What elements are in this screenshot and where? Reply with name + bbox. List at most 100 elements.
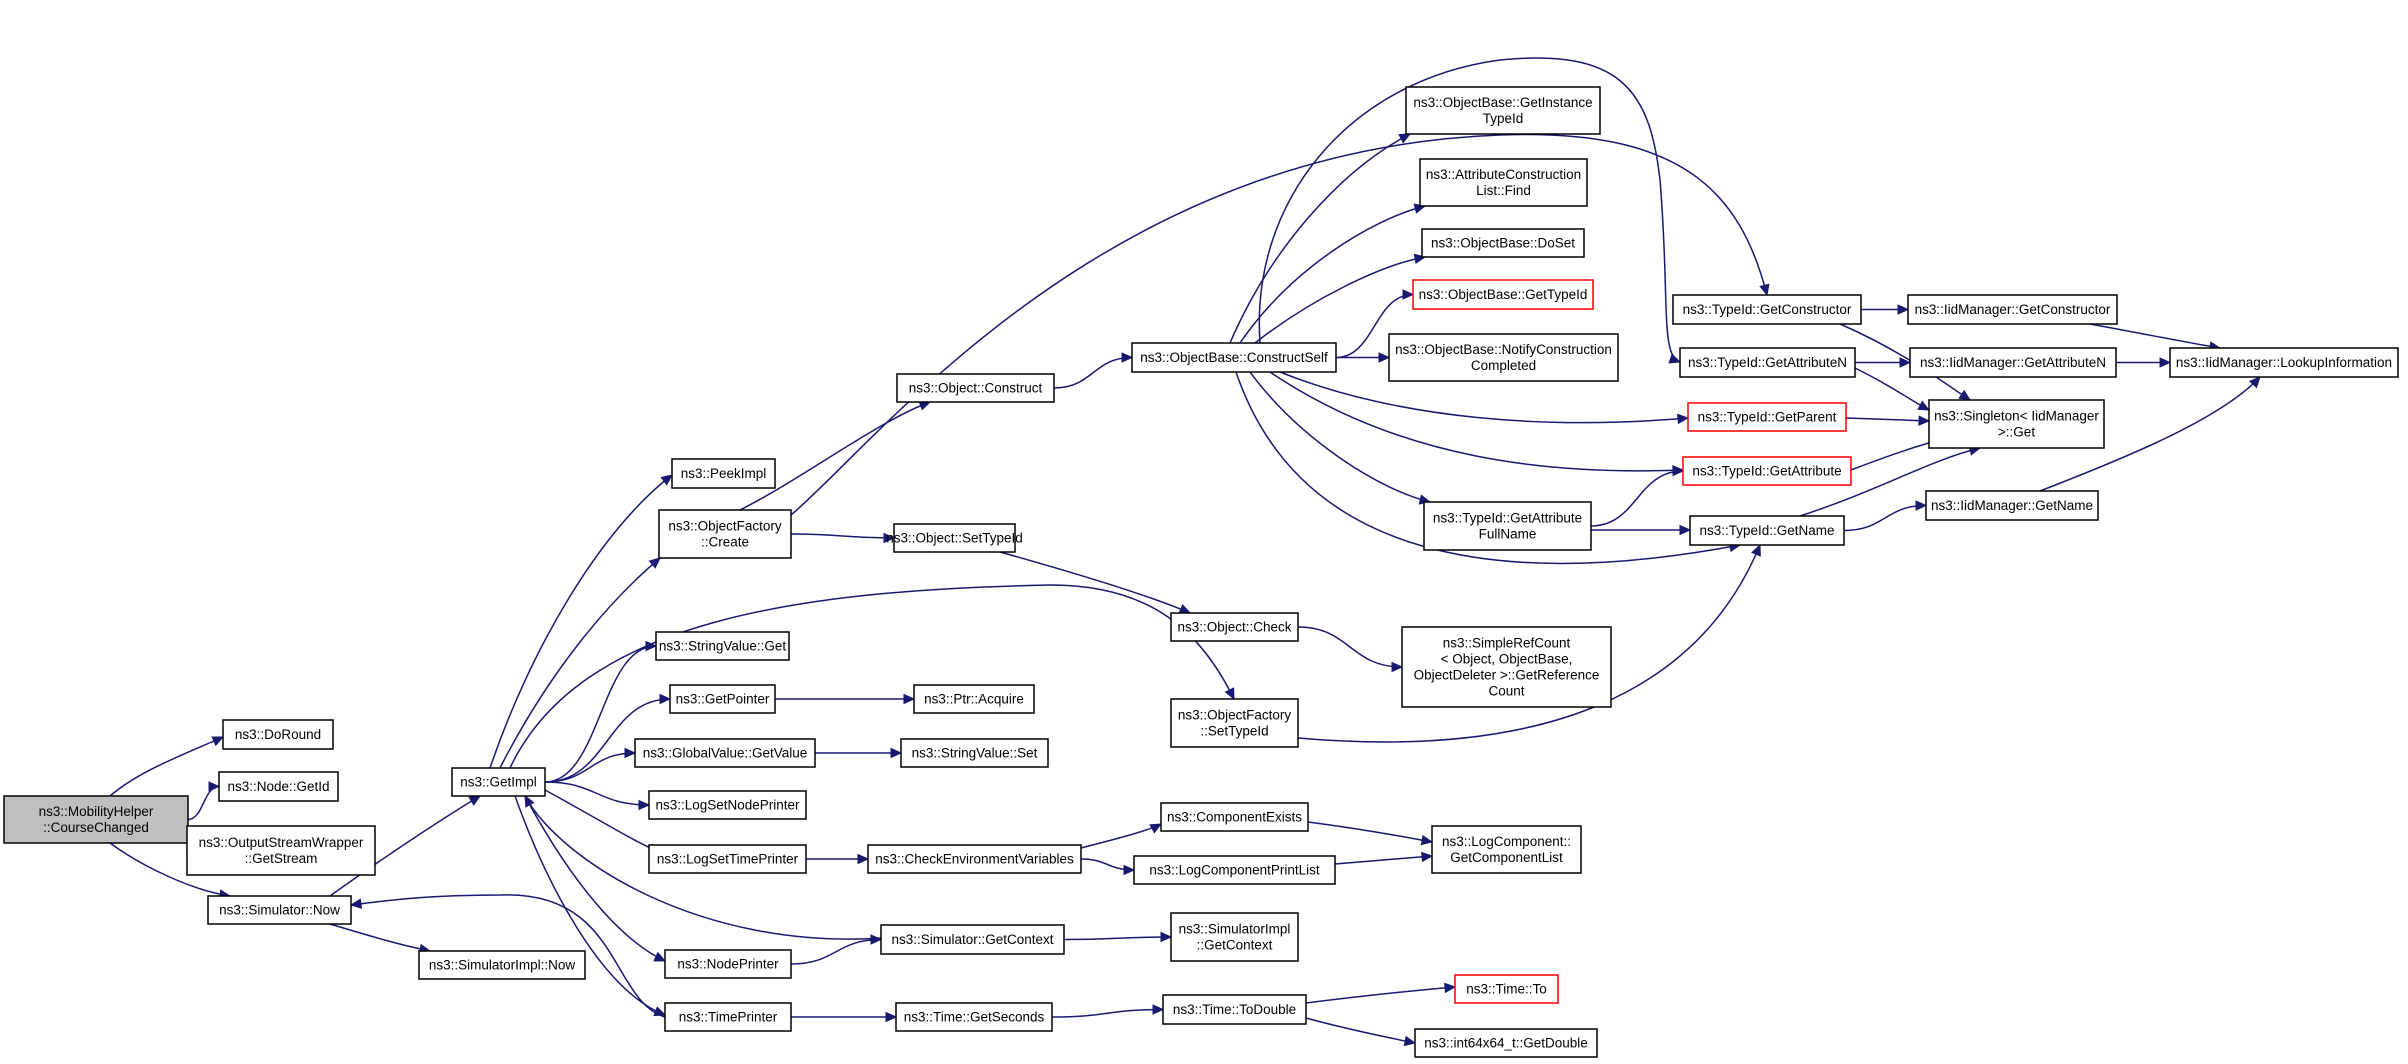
- node-nodeprinter[interactable]: ns3::NodePrinter: [664, 949, 792, 979]
- node-iidgetname[interactable]: ns3::IidManager::GetName: [1925, 490, 2099, 521]
- node-box: [1131, 342, 1337, 373]
- node-stringvalueset[interactable]: ns3::StringValue::Set: [900, 738, 1049, 768]
- node-tidgetname[interactable]: ns3::TypeId::GetName: [1689, 515, 1845, 546]
- node-box: [207, 895, 352, 925]
- node-label-line: Count: [1488, 683, 1524, 698]
- edge-line: [1269, 371, 1684, 472]
- edge-layer: [109, 57, 2261, 1047]
- edge-line: [1297, 626, 1403, 668]
- node-oswgetstream[interactable]: ns3::OutputStreamWrapper::GetStream: [186, 825, 376, 876]
- node-timeprinter[interactable]: ns3::TimePrinter: [664, 1002, 792, 1032]
- edge-line: [544, 752, 636, 783]
- node-box: [1672, 294, 1862, 325]
- edge-mobilityhelper-to-nodegetid: [187, 781, 221, 821]
- arrowhead: [1915, 500, 1928, 511]
- arrowhead: [1160, 931, 1173, 943]
- node-obdoset[interactable]: ns3::ObjectBase::DoSet: [1421, 228, 1585, 258]
- edge-obconstructself-to-tidgetattributen: [1258, 57, 1682, 364]
- node-getcomponentlist[interactable]: ns3::LogComponent::GetComponentList: [1431, 825, 1582, 874]
- edge-getimpl-to-ofsettypeid: [509, 584, 1235, 769]
- node-label-line: ns3::SimulatorImpl::Now: [429, 957, 576, 972]
- node-box: [1421, 228, 1585, 258]
- edge-line: [739, 401, 931, 511]
- node-tidgetattribute[interactable]: ns3::TypeId::GetAttribute: [1682, 456, 1852, 486]
- node-objcheck[interactable]: ns3::Object::Check: [1170, 612, 1299, 642]
- node-gvgetvalue[interactable]: ns3::GlobalValue::GetValue: [634, 738, 816, 768]
- node-simplerefcount[interactable]: ns3::SimpleRefCount< Object, ObjectBase,…: [1401, 626, 1612, 708]
- edge-simgetcontext-to-simimplgetcontext: [1063, 931, 1173, 943]
- node-peekimpl[interactable]: ns3::PeekImpl: [671, 458, 776, 489]
- node-label-line: GetComponentList: [1450, 850, 1563, 865]
- node-simnow[interactable]: ns3::Simulator::Now: [207, 895, 352, 925]
- edge-tidgetattributen-to-iidgetattributen: [1854, 357, 1912, 368]
- node-logsetnodeprinter[interactable]: ns3::LogSetNodePrinter: [648, 790, 807, 820]
- node-doround[interactable]: ns3::DoRound: [222, 719, 334, 750]
- node-obnotify[interactable]: ns3::ObjectBase::NotifyConstructionCompl…: [1388, 333, 1619, 382]
- node-iidlookup[interactable]: ns3::IidManager::LookupInformation: [2169, 347, 2399, 378]
- node-componentexists[interactable]: ns3::ComponentExists: [1160, 802, 1309, 832]
- node-ofcreate[interactable]: ns3::ObjectFactory::Create: [658, 509, 792, 559]
- node-box: [1687, 402, 1847, 432]
- node-stringvalueget[interactable]: ns3::StringValue::Get: [655, 631, 790, 661]
- node-iidgetconstructor[interactable]: ns3::IidManager::GetConstructor: [1907, 294, 2118, 325]
- node-label-line: ns3::Time::To: [1466, 981, 1547, 996]
- node-getimpl[interactable]: ns3::GetImpl: [451, 767, 546, 797]
- node-objconstruct[interactable]: ns3::Object::Construct: [896, 373, 1055, 403]
- node-tidgetattributen[interactable]: ns3::TypeId::GetAttributeN: [1679, 347, 1856, 378]
- node-label-line: ns3::OutputStreamWrapper: [199, 835, 364, 850]
- node-tidgetparent[interactable]: ns3::TypeId::GetParent: [1687, 402, 1847, 432]
- node-label-line: ns3::GlobalValue::GetValue: [643, 745, 808, 760]
- node-label-line: ns3::ObjectFactory: [1178, 707, 1292, 722]
- node-singletonget[interactable]: ns3::Singleton< IidManager>::Get: [1928, 399, 2105, 449]
- node-label-line: FullName: [1479, 526, 1537, 541]
- arrowhead: [659, 693, 672, 705]
- node-getpointer[interactable]: ns3::GetPointer: [669, 684, 776, 714]
- node-checkenv[interactable]: ns3::CheckEnvironmentVariables: [867, 844, 1082, 874]
- arrowhead: [1917, 400, 1931, 411]
- node-obconstructself[interactable]: ns3::ObjectBase::ConstructSelf: [1131, 342, 1337, 373]
- node-label-line: ns3::PeekImpl: [681, 466, 767, 481]
- edge-line: [329, 923, 431, 952]
- node-box: [2169, 347, 2399, 378]
- node-label-line: ns3::LogSetTimePrinter: [657, 851, 799, 866]
- node-simimplnow[interactable]: ns3::SimulatorImpl::Now: [418, 950, 586, 980]
- arrowhead: [1403, 1035, 1417, 1047]
- node-box: [655, 631, 790, 661]
- arrowhead: [1897, 304, 1910, 315]
- node-logsettimeprinter[interactable]: ns3::LogSetTimePrinter: [648, 844, 807, 874]
- node-nodegetid[interactable]: ns3::Node::GetId: [218, 771, 339, 802]
- node-timegetseconds[interactable]: ns3::Time::GetSeconds: [895, 1002, 1053, 1032]
- node-label-line: ::GetStream: [245, 851, 318, 866]
- edge-obconstructself-to-obgettypeid: [1335, 289, 1415, 359]
- node-obgettypeid[interactable]: ns3::ObjectBase::GetTypeId: [1412, 279, 1594, 310]
- node-box: [634, 738, 816, 768]
- arrowhead: [1391, 661, 1404, 673]
- node-timetodouble[interactable]: ns3::Time::ToDouble: [1162, 994, 1307, 1025]
- edge-line: [1334, 855, 1433, 865]
- edge-line: [1799, 447, 1981, 517]
- node-mobilityhelper[interactable]: ns3::MobilityHelper::CourseChanged: [3, 795, 189, 844]
- edge-ofcreate-to-tidgetconstructor: [790, 133, 1770, 516]
- node-label-line: Completed: [1471, 358, 1536, 373]
- node-simgetcontext[interactable]: ns3::Simulator::GetContext: [880, 924, 1065, 955]
- node-timeto[interactable]: ns3::Time::To: [1454, 974, 1559, 1004]
- node-int64getdouble[interactable]: ns3::int64x64_t::GetDouble: [1414, 1028, 1598, 1058]
- node-tidgetconstructor[interactable]: ns3::TypeId::GetConstructor: [1672, 294, 1862, 325]
- node-simimplgetcontext[interactable]: ns3::SimulatorImpl::GetContext: [1170, 912, 1299, 962]
- node-logcomponentprintlist[interactable]: ns3::LogComponentPrintList: [1133, 855, 1336, 885]
- node-ofsettypeid[interactable]: ns3::ObjectFactory::SetTypeId: [1170, 698, 1299, 748]
- node-box: [1162, 994, 1307, 1025]
- edge-simnow-to-simimplnow: [329, 923, 432, 955]
- node-ptracquire[interactable]: ns3::Ptr::Acquire: [913, 684, 1035, 714]
- edge-getimpl-to-gvgetvalue: [544, 747, 637, 783]
- node-label-line: ns3::Time::ToDouble: [1173, 1002, 1296, 1017]
- node-box: [1414, 1028, 1598, 1058]
- edge-logsettimeprinter-to-checkenv: [806, 853, 870, 865]
- arrowhead: [2248, 376, 2261, 389]
- node-iidgetattributen[interactable]: ns3::IidManager::GetAttributeN: [1909, 347, 2117, 378]
- node-objsettypeid[interactable]: ns3::Object::SetTypeId: [886, 523, 1023, 553]
- node-box: [648, 844, 807, 874]
